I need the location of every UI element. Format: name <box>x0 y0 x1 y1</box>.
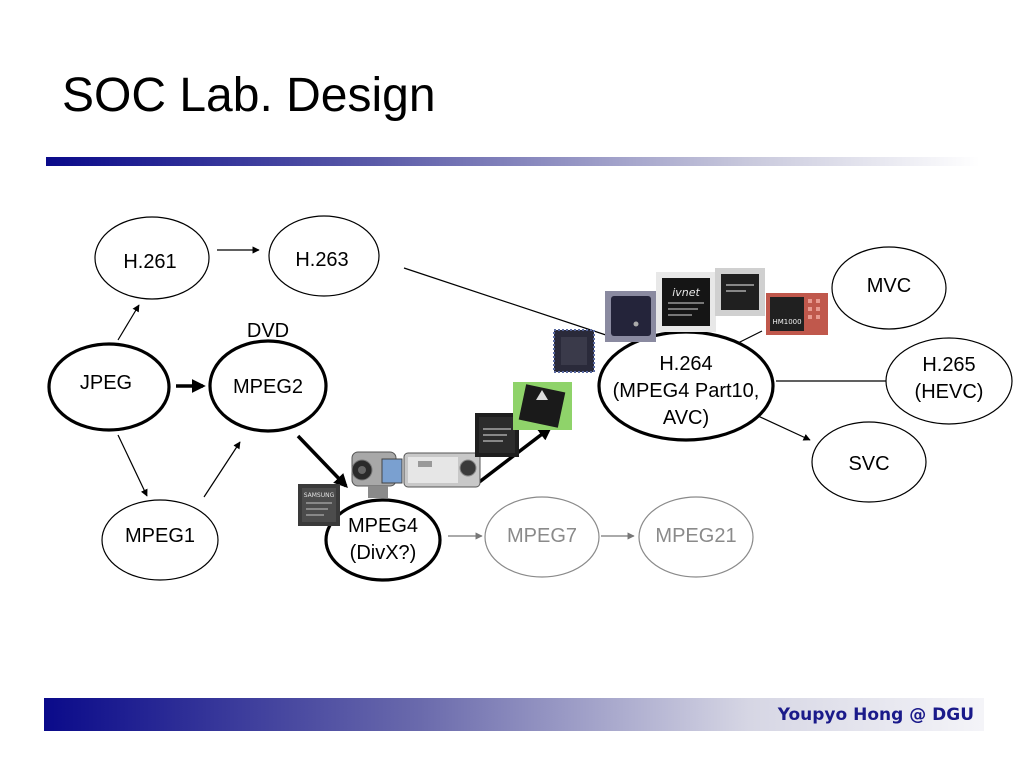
samsung-chip-icon: SAMSUNG <box>298 484 340 526</box>
node-mpeg21-label: MPEG21 <box>655 525 736 547</box>
green-board-chip-icon <box>513 382 572 430</box>
footer-author: Youpyo Hong @ DGU <box>777 705 974 725</box>
footer-bar <box>44 698 984 731</box>
hm1000-chip-icon: HM1000 <box>766 293 828 335</box>
arrow-jpeg-mpeg1 <box>117 434 148 497</box>
arrow-h264-svc <box>757 415 811 441</box>
node-mvc: MVC <box>831 246 947 330</box>
node-mpeg1-label: MPEG1 <box>125 525 195 547</box>
node-mpeg2: MPEG2 <box>208 339 328 433</box>
dvd-label: DVD <box>247 320 289 342</box>
node-h265-line-1: H.265 <box>922 354 975 376</box>
camcorder-icon <box>351 451 403 498</box>
node-h264-line-2: (MPEG4 Part10, <box>613 380 760 402</box>
svg-text:ivnet: ivnet <box>672 286 700 299</box>
small-chip-icon <box>715 268 765 316</box>
node-mpeg2-label: MPEG2 <box>233 376 303 398</box>
ivnet-chip-icon: ivnet <box>656 272 716 332</box>
slide-title: SOC Lab. Design <box>62 69 436 122</box>
node-h265-line-2: (HEVC) <box>915 381 984 403</box>
node-h264-line-1: H.264 <box>659 353 712 375</box>
chip-icon <box>475 413 519 457</box>
node-h263: H.263 <box>268 215 380 297</box>
node-mvc-label: MVC <box>867 275 911 297</box>
node-mpeg4-line-2: (DivX?) <box>350 542 417 564</box>
arrow-mpeg1-mpeg2 <box>203 441 241 498</box>
arrow-jpeg-h261 <box>117 304 140 341</box>
node-svc-label: SVC <box>848 453 889 475</box>
digital-camera-icon <box>403 452 481 488</box>
arrow-h263-h264 <box>403 267 625 342</box>
arrow-h264-mvc <box>735 330 763 345</box>
node-h263-label: H.263 <box>295 249 348 271</box>
node-svc: SVC <box>811 421 927 503</box>
node-mpeg7-label: MPEG7 <box>507 525 577 547</box>
node-jpeg: JPEG <box>47 342 171 432</box>
node-mpeg7: MPEG7 <box>484 496 600 578</box>
node-jpeg-label: JPEG <box>80 372 132 394</box>
node-h265: H.265 (HEVC) <box>885 337 1013 425</box>
square-chip-icon <box>605 291 656 342</box>
node-mpeg21: MPEG21 <box>638 496 754 578</box>
arrow-mpeg2-mpeg4 <box>296 434 348 489</box>
node-h261-label: H.261 <box>123 251 176 273</box>
node-mpeg4: MPEG4 (DivX?) <box>324 498 442 582</box>
title-divider <box>46 157 980 166</box>
node-mpeg4-line-1: MPEG4 <box>348 515 418 537</box>
svg-text:SAMSUNG: SAMSUNG <box>304 492 335 499</box>
node-h261: H.261 <box>94 216 210 300</box>
svg-text:HM1000: HM1000 <box>772 318 801 326</box>
node-h264: H.264 (MPEG4 Part10, AVC) <box>597 330 775 442</box>
node-h264-line-3: AVC) <box>663 407 709 429</box>
node-mpeg1: MPEG1 <box>101 499 219 581</box>
bga-chip-icon <box>553 329 595 373</box>
